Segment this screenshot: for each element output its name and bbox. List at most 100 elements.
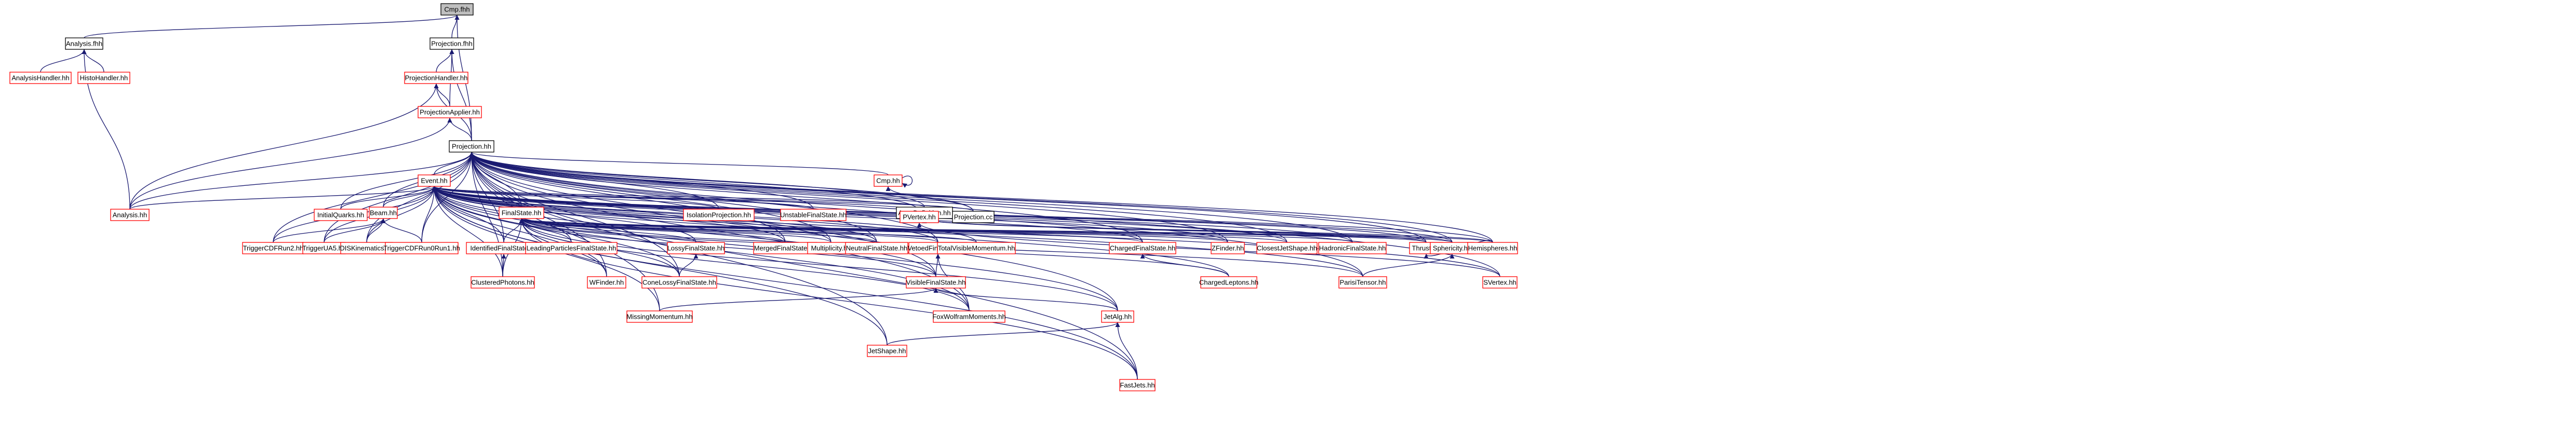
node-neutral_final_state[interactable]: NeutralFinalState.hh <box>845 242 908 254</box>
node-label: TotalVisibleMomentum.hh <box>938 244 1015 252</box>
node-box <box>667 242 725 254</box>
node-total_visible_momentum[interactable]: TotalVisibleMomentum.hh <box>937 242 1016 254</box>
node-jet_shape[interactable]: JetShape.hh <box>867 345 907 357</box>
node-label: JetAlg.hh <box>1104 313 1132 321</box>
node-merged_final_state[interactable]: MergedFinalState.hh <box>753 242 817 254</box>
edge-isolation_projection-to-event_hh <box>432 186 719 210</box>
node-initial_quarks[interactable]: InitialQuarks.hh <box>314 209 368 221</box>
node-label: ClosestJetShape.hh <box>1257 244 1317 252</box>
edge-visible_final_state-to-event_hh <box>432 186 936 277</box>
node-projection_hh[interactable]: Projection.hh <box>449 140 494 153</box>
edge-fast_jets-to-projection_hh <box>469 152 1138 380</box>
node-trigger_cdf_run2[interactable]: TriggerCDFRun2.hh <box>242 242 304 254</box>
edge-hemispheres-to-axes_definition <box>922 218 1493 243</box>
node-missing_momentum[interactable]: MissingMomentum.hh <box>626 310 693 323</box>
node-clustered_photons[interactable]: ClusteredPhotons.hh <box>471 276 535 289</box>
edge-visible_final_state-to-vetoed_final_state <box>935 253 941 277</box>
node-analysis_fhh[interactable]: Analysis.fhh <box>65 37 103 50</box>
node-trigger_cdf_run0run1[interactable]: TriggerCDFRun0Run1.hh <box>383 242 460 254</box>
node-analysis_hh[interactable]: Analysis.hh <box>110 209 150 221</box>
node-projection_applier[interactable]: ProjectionApplier.hh <box>418 106 482 118</box>
edge-wfinder-to-event_hh <box>432 186 607 277</box>
node-box <box>418 106 482 118</box>
node-label: HadronicFinalState.hh <box>1319 244 1386 252</box>
node-label: PVertex.hh <box>903 213 936 221</box>
node-parisi_tensor[interactable]: ParisiTensor.hh <box>1338 276 1387 289</box>
node-sphericity[interactable]: Sphericity.hh <box>1430 242 1474 254</box>
node-final_state[interactable]: FinalState.hh <box>499 207 544 219</box>
edge-dis_kinematics-to-event_hh <box>366 186 437 243</box>
node-jet_alg[interactable]: JetAlg.hh <box>1101 310 1134 323</box>
edge-projection_cc-to-event_hh <box>432 186 974 212</box>
edge-trigger_cdf_run2-to-projection_hh <box>273 152 474 243</box>
node-lossy_final_state[interactable]: LossyFinalState.hh <box>667 242 725 254</box>
node-cone_lossy_final_state[interactable]: ConeLossyFinalState.hh <box>641 276 717 289</box>
node-isolation_projection[interactable]: IsolationProjection.hh <box>683 209 755 221</box>
edge-missing_momentum-to-visible_final_state <box>659 288 938 311</box>
node-label: ChargedFinalState.hh <box>1110 244 1175 252</box>
node-fox_wolfram_moments[interactable]: FoxWolframMoments.hh <box>932 310 1006 323</box>
node-hadronic_final_state[interactable]: HadronicFinalState.hh <box>1318 242 1387 254</box>
node-label: AnalysisHandler.hh <box>11 74 69 82</box>
node-label: ProjectionHandler.hh <box>405 74 468 82</box>
node-beam_hh[interactable]: Beam.hh <box>369 207 398 219</box>
node-label: FastJets.hh <box>1120 382 1155 389</box>
node-event_hh[interactable]: Event.hh <box>418 174 451 187</box>
node-box <box>1482 276 1518 289</box>
edge-initial_quarks-to-event_hh <box>340 186 437 210</box>
node-box <box>933 310 1005 323</box>
edge-charged_leptons-to-event_hh <box>432 186 1229 277</box>
node-box <box>449 140 494 153</box>
node-box <box>471 276 535 289</box>
node-box <box>952 211 995 223</box>
node-hemispheres[interactable]: Hemispheres.hh <box>1467 242 1518 254</box>
edge-visible_final_state-to-final_state <box>519 218 936 277</box>
node-label: Projection.cc <box>954 213 993 221</box>
node-box <box>641 276 717 289</box>
node-charged_leptons[interactable]: ChargedLeptons.hh <box>1199 276 1258 289</box>
node-leading_particles_final_state[interactable]: LeadingParticlesFinalState.hh <box>525 242 618 254</box>
node-closest_jet_shape[interactable]: ClosestJetShape.hh <box>1256 242 1318 254</box>
node-box <box>525 242 618 254</box>
node-projection_cc[interactable]: Projection.cc <box>952 211 995 223</box>
node-box <box>1200 276 1257 289</box>
edge-clustered_photons-to-event_hh <box>432 186 503 277</box>
node-label: Beam.hh <box>370 209 397 217</box>
node-histo_handler[interactable]: HistoHandler.hh <box>77 72 130 84</box>
node-label: SVertex.hh <box>1483 279 1517 287</box>
node-projection_handler[interactable]: ProjectionHandler.hh <box>404 72 468 84</box>
node-multiplicity[interactable]: Multiplicity.hh <box>807 242 855 254</box>
node-label: Cmp.fhh <box>444 6 469 13</box>
node-fast_jets[interactable]: FastJets.hh <box>1119 379 1156 391</box>
node-box <box>440 3 474 16</box>
node-label: TriggerCDFRun0Run1.hh <box>383 244 460 252</box>
node-charged_final_state[interactable]: ChargedFinalState.hh <box>1109 242 1176 254</box>
node-visible_final_state[interactable]: VisibleFinalState.hh <box>906 276 966 289</box>
edge-projection_hh-to-projection_fhh <box>449 49 472 141</box>
node-unstable_final_state[interactable]: UnstableFinalState.hh <box>780 209 847 221</box>
node-box <box>77 72 130 84</box>
node-dis_kinematics[interactable]: DISKinematics.hh <box>340 242 394 254</box>
node-zfinder[interactable]: ZFinder.hh <box>1211 242 1245 254</box>
node-box <box>906 276 966 289</box>
node-wfinder[interactable]: WFinder.hh <box>587 276 626 289</box>
node-label: InitialQuarks.hh <box>317 211 364 219</box>
node-sveto[interactable]: SVertex.hh <box>1482 276 1518 289</box>
node-projection_fhh[interactable]: Projection.fhh <box>430 37 474 50</box>
node-label: Projection.hh <box>452 143 491 151</box>
node-box <box>110 209 150 221</box>
node-pvertex[interactable]: PVertex.hh <box>900 211 939 223</box>
dependency-edges <box>40 15 1500 380</box>
node-box <box>430 37 474 50</box>
node-box <box>937 242 1016 254</box>
node-box <box>499 207 544 219</box>
node-trigger_ua5[interactable]: TriggerUA5.hh <box>302 242 346 254</box>
node-box <box>626 310 693 323</box>
edge-trigger_cdf_run0run1-to-event_hh <box>421 186 437 243</box>
edge-cmp_hh-to-cmp_hh <box>902 175 913 188</box>
node-cmp_hh[interactable]: Cmp.hh <box>874 174 903 187</box>
node-box <box>683 209 755 221</box>
node-analysis_handler[interactable]: AnalysisHandler.hh <box>9 72 72 84</box>
